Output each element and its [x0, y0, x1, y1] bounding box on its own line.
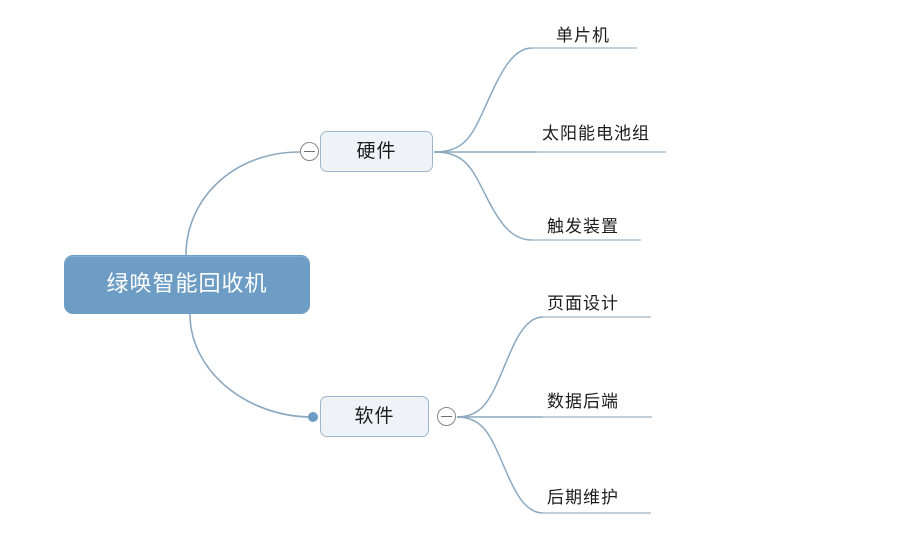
leaf-node-data-backend-label: 数据后端: [547, 392, 619, 413]
edge-root-to-hardware: [185, 151, 301, 256]
branch-node-hardware[interactable]: 硬件: [320, 131, 433, 172]
leaf-node-maintenance[interactable]: 后期维护: [530, 476, 636, 508]
minus-circle-icon-hardware[interactable]: [300, 142, 319, 161]
leaf-node-page-design[interactable]: 页面设计: [530, 282, 636, 314]
root-node[interactable]: 绿唤智能回收机: [64, 255, 310, 314]
root-node-label: 绿唤智能回收机: [106, 271, 268, 297]
leaf-node-solar-battery-label: 太阳能电池组: [542, 124, 650, 145]
minus-circle-icon-software[interactable]: [437, 407, 456, 426]
edge-endpoint-dot-software: [308, 412, 318, 422]
leaf-node-trigger-device[interactable]: 触发装置: [530, 205, 636, 237]
edge-hardware-to-mcu: [433, 47, 533, 153]
branch-node-software-label: 软件: [354, 405, 395, 427]
edge-hardware-to-trigger: [433, 151, 533, 241]
leaf-node-mcu-label: 单片机: [556, 26, 610, 47]
leaf-node-data-backend[interactable]: 数据后端: [530, 380, 636, 412]
edge-root-to-software: [189, 313, 313, 418]
branch-node-software[interactable]: 软件: [320, 396, 429, 437]
leaf-node-solar-battery[interactable]: 太阳能电池组: [530, 112, 662, 144]
leaf-node-page-design-label: 页面设计: [547, 294, 619, 315]
branch-node-hardware-label: 硬件: [356, 140, 397, 162]
leaf-node-trigger-device-label: 触发装置: [547, 217, 619, 238]
leaf-node-maintenance-label: 后期维护: [547, 488, 619, 509]
leaf-node-mcu[interactable]: 单片机: [530, 14, 636, 46]
